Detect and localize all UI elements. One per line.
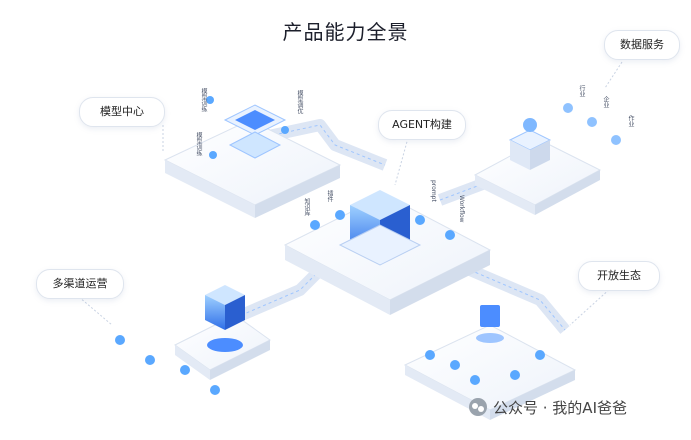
- platform-data-service: [473, 139, 602, 215]
- watermark: 公众号 · 我的AI爸爸: [469, 396, 627, 418]
- callout-data-service-label: 数据服务: [620, 38, 664, 51]
- ecosystem-sign: [476, 305, 504, 343]
- label-model-optimize: 模型调优: [296, 90, 303, 114]
- multichannel-cube: [205, 285, 245, 352]
- callout-agent-label: AGENT构建: [392, 118, 452, 131]
- callout-model-center: 模型中心: [79, 97, 165, 127]
- label-prompt: prompt: [430, 180, 437, 202]
- label-model-train-2: 模型训练: [195, 132, 202, 156]
- platform-open-ecosystem: [403, 324, 577, 420]
- label-workflow: Workflow: [458, 195, 465, 223]
- label-model-train-1: 模型训练: [200, 88, 207, 112]
- callout-open-ecosystem: 开放生态: [578, 261, 660, 291]
- model-center-chip: [223, 104, 287, 159]
- callout-multichannel-label: 多渠道运营: [52, 277, 108, 290]
- callout-agent: AGENT构建: [378, 110, 466, 140]
- label-plugin: 插件: [326, 190, 333, 202]
- label-knowledge-base: 知识库: [303, 198, 310, 216]
- label-enterprise: 企业: [602, 96, 609, 108]
- leader-lines: [78, 61, 623, 326]
- wechat-icon: [469, 398, 487, 416]
- label-work: 作业: [627, 115, 634, 127]
- callout-data-service: 数据服务: [604, 30, 680, 60]
- label-industry: 行业: [578, 85, 585, 97]
- callout-open-ecosystem-label: 开放生态: [597, 269, 641, 282]
- core-cube: [338, 190, 422, 266]
- data-service-device: [508, 103, 621, 170]
- watermark-text: 公众号 · 我的AI爸爸: [493, 398, 627, 417]
- page-title: 产品能力全景: [282, 20, 409, 44]
- callout-multichannel: 多渠道运营: [36, 269, 124, 299]
- platform-model-center: [163, 119, 342, 218]
- small-icon-nodes: [115, 96, 545, 395]
- callout-model-center-label: 模型中心: [100, 105, 144, 118]
